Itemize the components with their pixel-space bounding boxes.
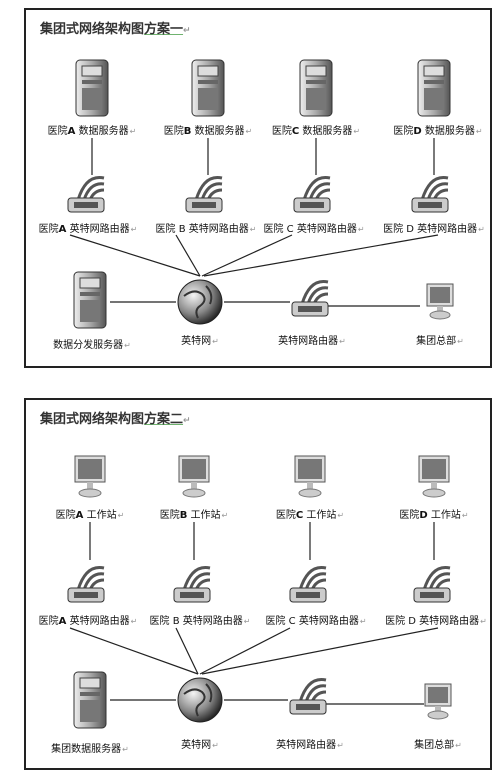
- internet-label: 英特网↵: [181, 740, 219, 751]
- router-icon: [64, 170, 110, 224]
- paragraph-mark: ↵: [183, 416, 191, 426]
- workstation-icon: [72, 454, 108, 504]
- router-label-d: 医院 D 英特网路由器↵: [385, 616, 487, 627]
- title-text: 集团式网络架构图: [40, 412, 145, 427]
- diagram-panel-scheme-two: 集团式网络架构图方案二↵ 医院A 工作站↵ 医院B 工作站↵ 医院C 工作站↵ …: [24, 398, 492, 770]
- server-label-c: 医院C 数据服务器↵: [271, 126, 361, 137]
- hq-label: 集团总部↵: [416, 336, 464, 347]
- server-icon: [72, 56, 112, 122]
- diagram-panel-scheme-one: 集团式网络架构图方案一↵ 医院A 数据服务器↵ 医院B 数据服务器↵ 医院: [24, 8, 492, 368]
- group-data-server-icon: [70, 668, 110, 734]
- workstation-icon: [292, 454, 328, 504]
- wire-router-d-internet: [203, 234, 439, 277]
- server-label-d: 医院D 数据服务器↵: [393, 126, 483, 137]
- panel-title: 集团式网络架构图方案一↵: [40, 18, 191, 37]
- server-icon: [296, 56, 336, 122]
- server-label-a: 医院A 数据服务器↵: [47, 126, 137, 137]
- wire-router-c-internet: [201, 234, 293, 277]
- connection-lines: [69, 522, 439, 705]
- router-icon: [286, 560, 332, 614]
- workstation-label-d: 医院D 工作站↵: [399, 510, 469, 521]
- server-icon: [188, 56, 228, 122]
- title-underlined-text: 方案一: [144, 22, 184, 37]
- group-data-server-label: 集团数据服务器↵: [51, 744, 129, 755]
- router-icon: [290, 170, 336, 224]
- workstation-icon: [416, 454, 452, 504]
- router-label-a: 医院A 英特网路由器↵: [38, 224, 138, 235]
- internet-router-label: 英特网路由器↵: [276, 740, 344, 751]
- internet-globe-icon: [176, 676, 224, 728]
- router-label-b: 医院 B 英特网路由器↵: [149, 616, 251, 627]
- title-underlined-text: 方案二: [144, 412, 184, 427]
- router-icon: [286, 672, 332, 726]
- connection-lines: [69, 138, 439, 307]
- wire-router-b-internet: [175, 234, 201, 277]
- server-label-b: 医院B 数据服务器↵: [163, 126, 253, 137]
- router-icon: [170, 560, 216, 614]
- paragraph-mark: ↵: [183, 26, 191, 36]
- router-icon: [182, 170, 228, 224]
- internet-label: 英特网↵: [181, 336, 219, 347]
- distribution-server-label: 数据分发服务器↵: [53, 340, 131, 351]
- router-icon: [410, 560, 456, 614]
- router-label-a: 医院A 英特网路由器↵: [38, 616, 138, 627]
- internet-router-label: 英特网路由器↵: [278, 336, 346, 347]
- wire-router-a-internet: [69, 234, 201, 277]
- workstation-label-c: 医院C 工作站↵: [275, 510, 345, 521]
- distribution-server-icon: [70, 268, 110, 334]
- workstation-icon: [176, 454, 212, 504]
- monitor-icon: [424, 282, 456, 326]
- router-icon: [288, 274, 334, 328]
- title-text: 集团式网络架构图: [40, 22, 145, 37]
- router-label-d: 医院 D 英特网路由器↵: [383, 224, 485, 235]
- router-icon: [408, 170, 454, 224]
- panel-title: 集团式网络架构图方案二↵: [40, 408, 191, 427]
- router-label-b: 医院 B 英特网路由器↵: [155, 224, 257, 235]
- router-label-c: 医院 C 英特网路由器↵: [265, 616, 367, 627]
- workstation-label-b: 医院B 工作站↵: [159, 510, 229, 521]
- internet-globe-icon: [176, 278, 224, 330]
- router-icon: [64, 560, 110, 614]
- workstation-label-a: 医院A 工作站↵: [55, 510, 125, 521]
- router-label-c: 医院 C 英特网路由器↵: [263, 224, 365, 235]
- server-icon: [414, 56, 454, 122]
- hq-label: 集团总部↵: [414, 740, 462, 751]
- monitor-icon: [422, 682, 454, 726]
